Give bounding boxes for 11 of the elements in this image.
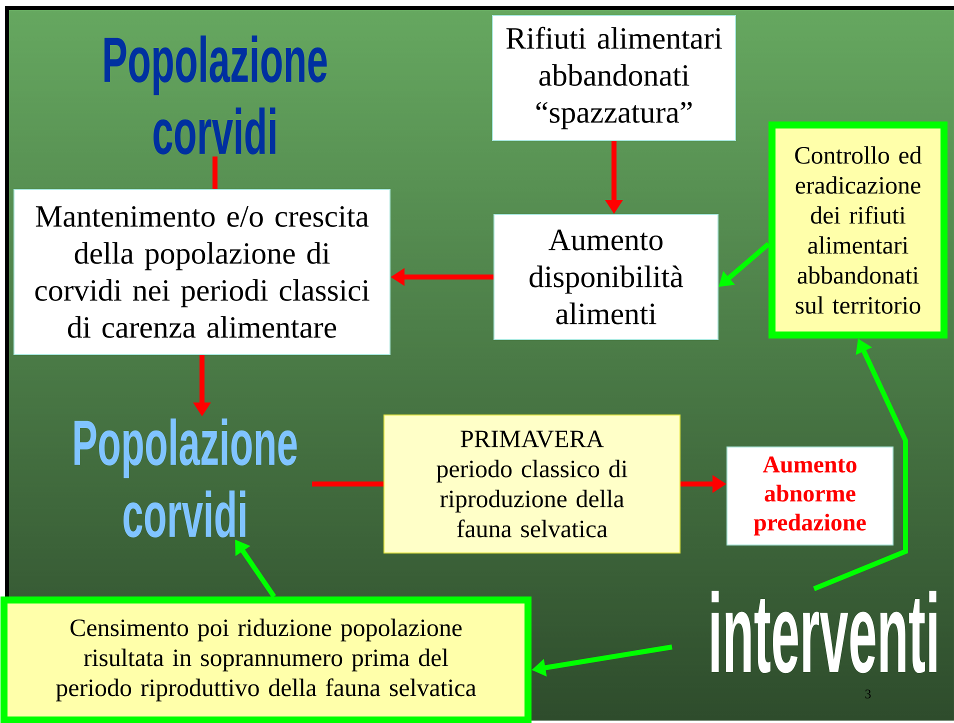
wordart-title: Popolazione corvidi — [74, 418, 297, 538]
text-box: Rifiuti alimentari abbandonati “spazzatura” — [492, 15, 736, 141]
text-box: Aumento disponibilità alimenti — [494, 214, 718, 340]
action-box: Controllo ed eradicazione dei rifiuti alimentari abbandonati sul territorio — [768, 122, 948, 338]
action-box: Censimento poi riduzione popolazione risultata in soprannumero prima del periodo riproduttivo della fauna selvatica — [0, 596, 532, 723]
text-box: PRIMAVERA periodo classico di riproduzione della fauna selvatica — [384, 414, 680, 554]
wordart-title: Popolazione corvidi — [104, 36, 327, 154]
text-box: Mantenimento e/o crescita della popolazione di corvidi nei periodi classici di carenza alimentare — [14, 189, 390, 355]
wordart-title: interventi — [712, 590, 936, 674]
text-box: Aumento abnorme predazione — [726, 446, 894, 546]
page-number: 3 — [865, 690, 871, 698]
